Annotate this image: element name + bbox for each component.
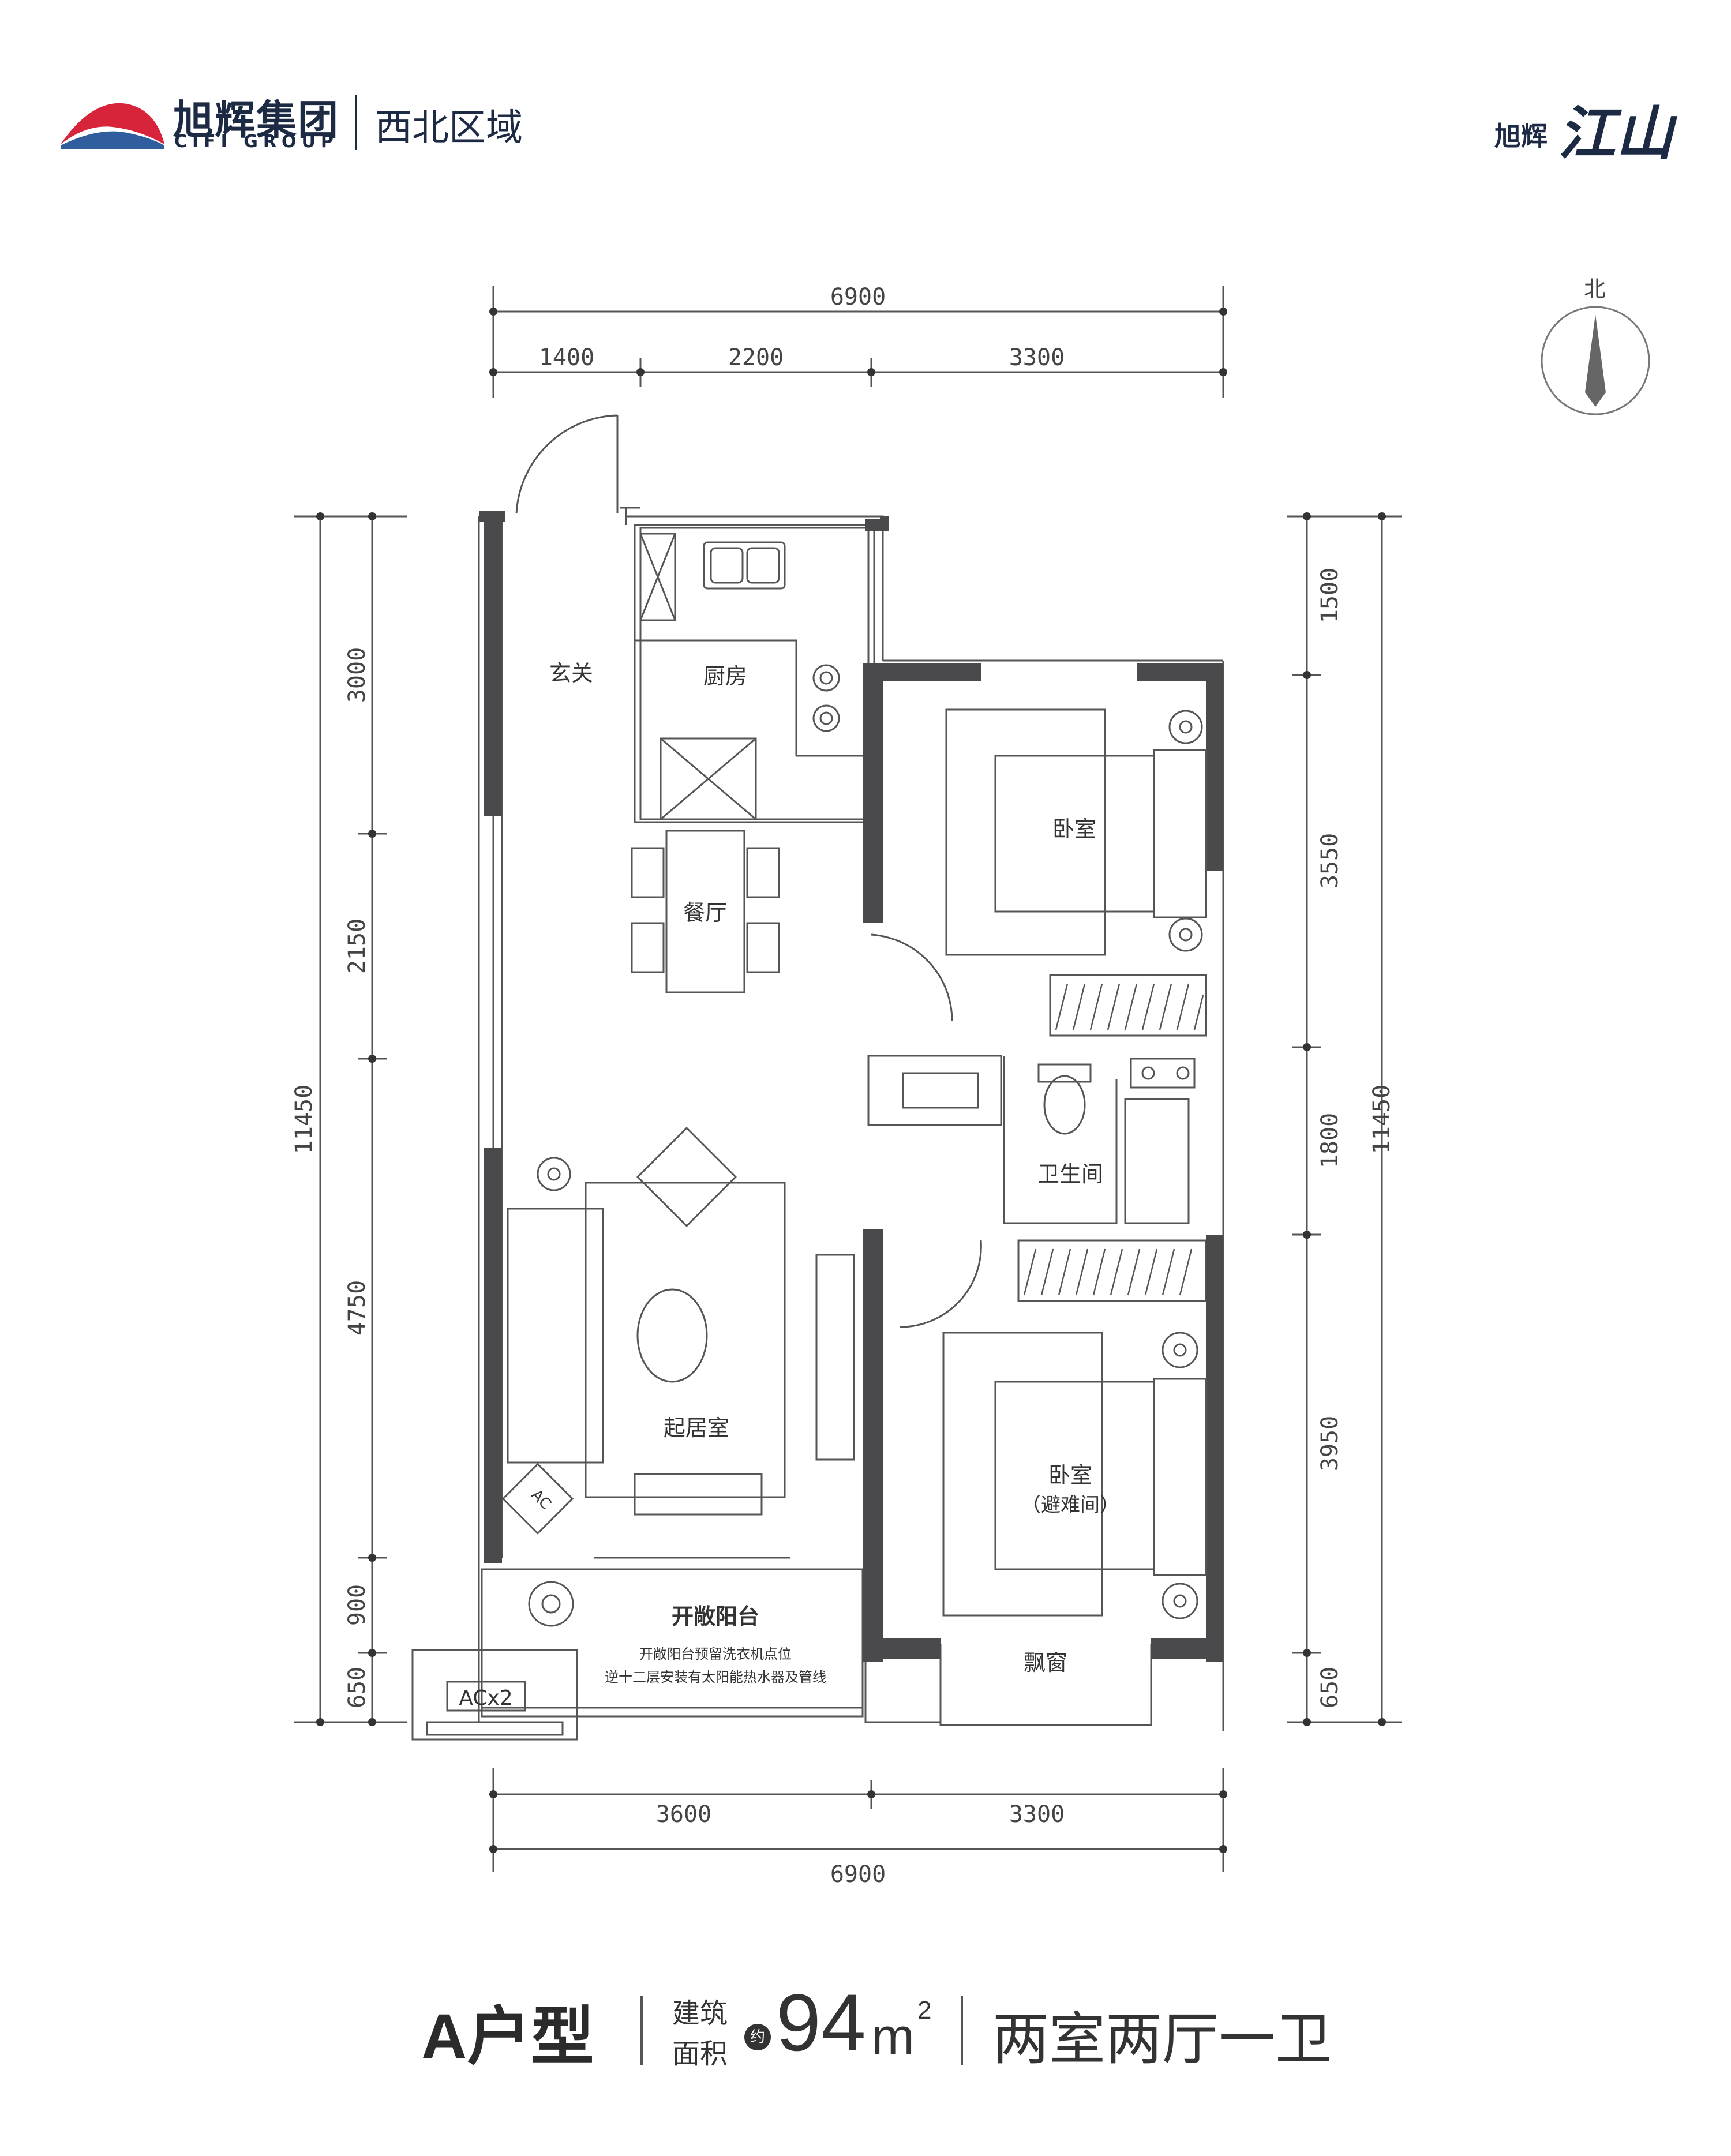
brand-name-cn: 旭辉集团 (173, 96, 339, 144)
room-entry: 玄关 (549, 661, 593, 686)
dim-left-seg-5: 650 (344, 1667, 370, 1708)
area-unit-sup: 2 (917, 1996, 932, 2024)
unit-type: A户型 (421, 2001, 594, 2072)
header-divider (355, 95, 357, 150)
dim-left-seg-1: 3000 (344, 647, 370, 703)
ac-unit-label: AC (528, 1486, 554, 1513)
balcony-note-1: 开敞阳台预留洗衣机点位 (639, 1646, 792, 1662)
room-living: 起居室 (664, 1415, 729, 1441)
compass-label: 北 (1584, 276, 1606, 302)
room-bathroom: 卫生间 (1037, 1161, 1103, 1187)
compass (1538, 303, 1653, 418)
room-kitchen: 厨房 (703, 663, 747, 689)
room-balcony: 开敞阳台 (672, 1604, 759, 1629)
room-bedroom-2: 卧室 (1048, 1463, 1092, 1488)
dim-left-seg-2: 2150 (344, 918, 370, 974)
approx-badge: 约 (744, 2024, 771, 2050)
balcony-note-2: 逆十二层安装有太阳能热水器及管线 (605, 1669, 826, 1685)
dim-right-total: 11450 (1369, 1085, 1395, 1154)
dim-bottom-seg-1: 3600 (656, 1801, 711, 1828)
dim-top-seg-1: 1400 (539, 344, 594, 371)
north-arrow-icon (1541, 306, 1650, 415)
dim-right-seg-2: 3550 (1317, 833, 1343, 888)
dim-top-seg-3: 3300 (1009, 344, 1065, 371)
dim-right-seg-5: 650 (1317, 1667, 1343, 1708)
room-bedroom-1: 卧室 (1052, 816, 1096, 842)
dim-left-seg-4: 900 (344, 1584, 370, 1626)
area-label-line1: 建筑 (672, 1997, 728, 2030)
dim-bottom-seg-2: 3300 (1009, 1801, 1065, 1828)
room-dining: 餐厅 (683, 900, 727, 925)
cifi-logo-icon (61, 103, 164, 149)
dim-bottom-total: 6900 (830, 1861, 886, 1888)
layout-description: 两室两厅一卫 (992, 2007, 1332, 2072)
room-bedroom-2-note: （避难间） (1021, 1494, 1119, 1517)
footer-divider-2 (961, 1996, 963, 2065)
dim-top-seg-2: 2200 (728, 344, 784, 371)
room-bay-window: 飘窗 (1024, 1650, 1067, 1675)
dim-top-total: 6900 (830, 284, 886, 310)
brand-name-en: CIFI GROUP (174, 132, 339, 152)
project-prefix: 旭辉 (1494, 121, 1548, 152)
dim-left-total: 11450 (291, 1085, 317, 1154)
dim-right-seg-3: 1800 (1317, 1113, 1343, 1168)
dim-right-seg-1: 1500 (1317, 568, 1343, 623)
area-label-line2: 面积 (672, 2038, 728, 2070)
region-label: 西北区域 (375, 107, 523, 149)
project-name: 江山 (1558, 99, 1673, 167)
area-unit: m (871, 2008, 915, 2066)
brand-logo (58, 92, 167, 150)
ac-box-label: ACx2 (459, 1686, 512, 1710)
dim-left-seg-3: 4750 (344, 1280, 370, 1336)
dim-right-seg-4: 3950 (1317, 1416, 1343, 1471)
footer-divider-1 (640, 1996, 643, 2065)
area-value: 94 (776, 1977, 866, 2068)
